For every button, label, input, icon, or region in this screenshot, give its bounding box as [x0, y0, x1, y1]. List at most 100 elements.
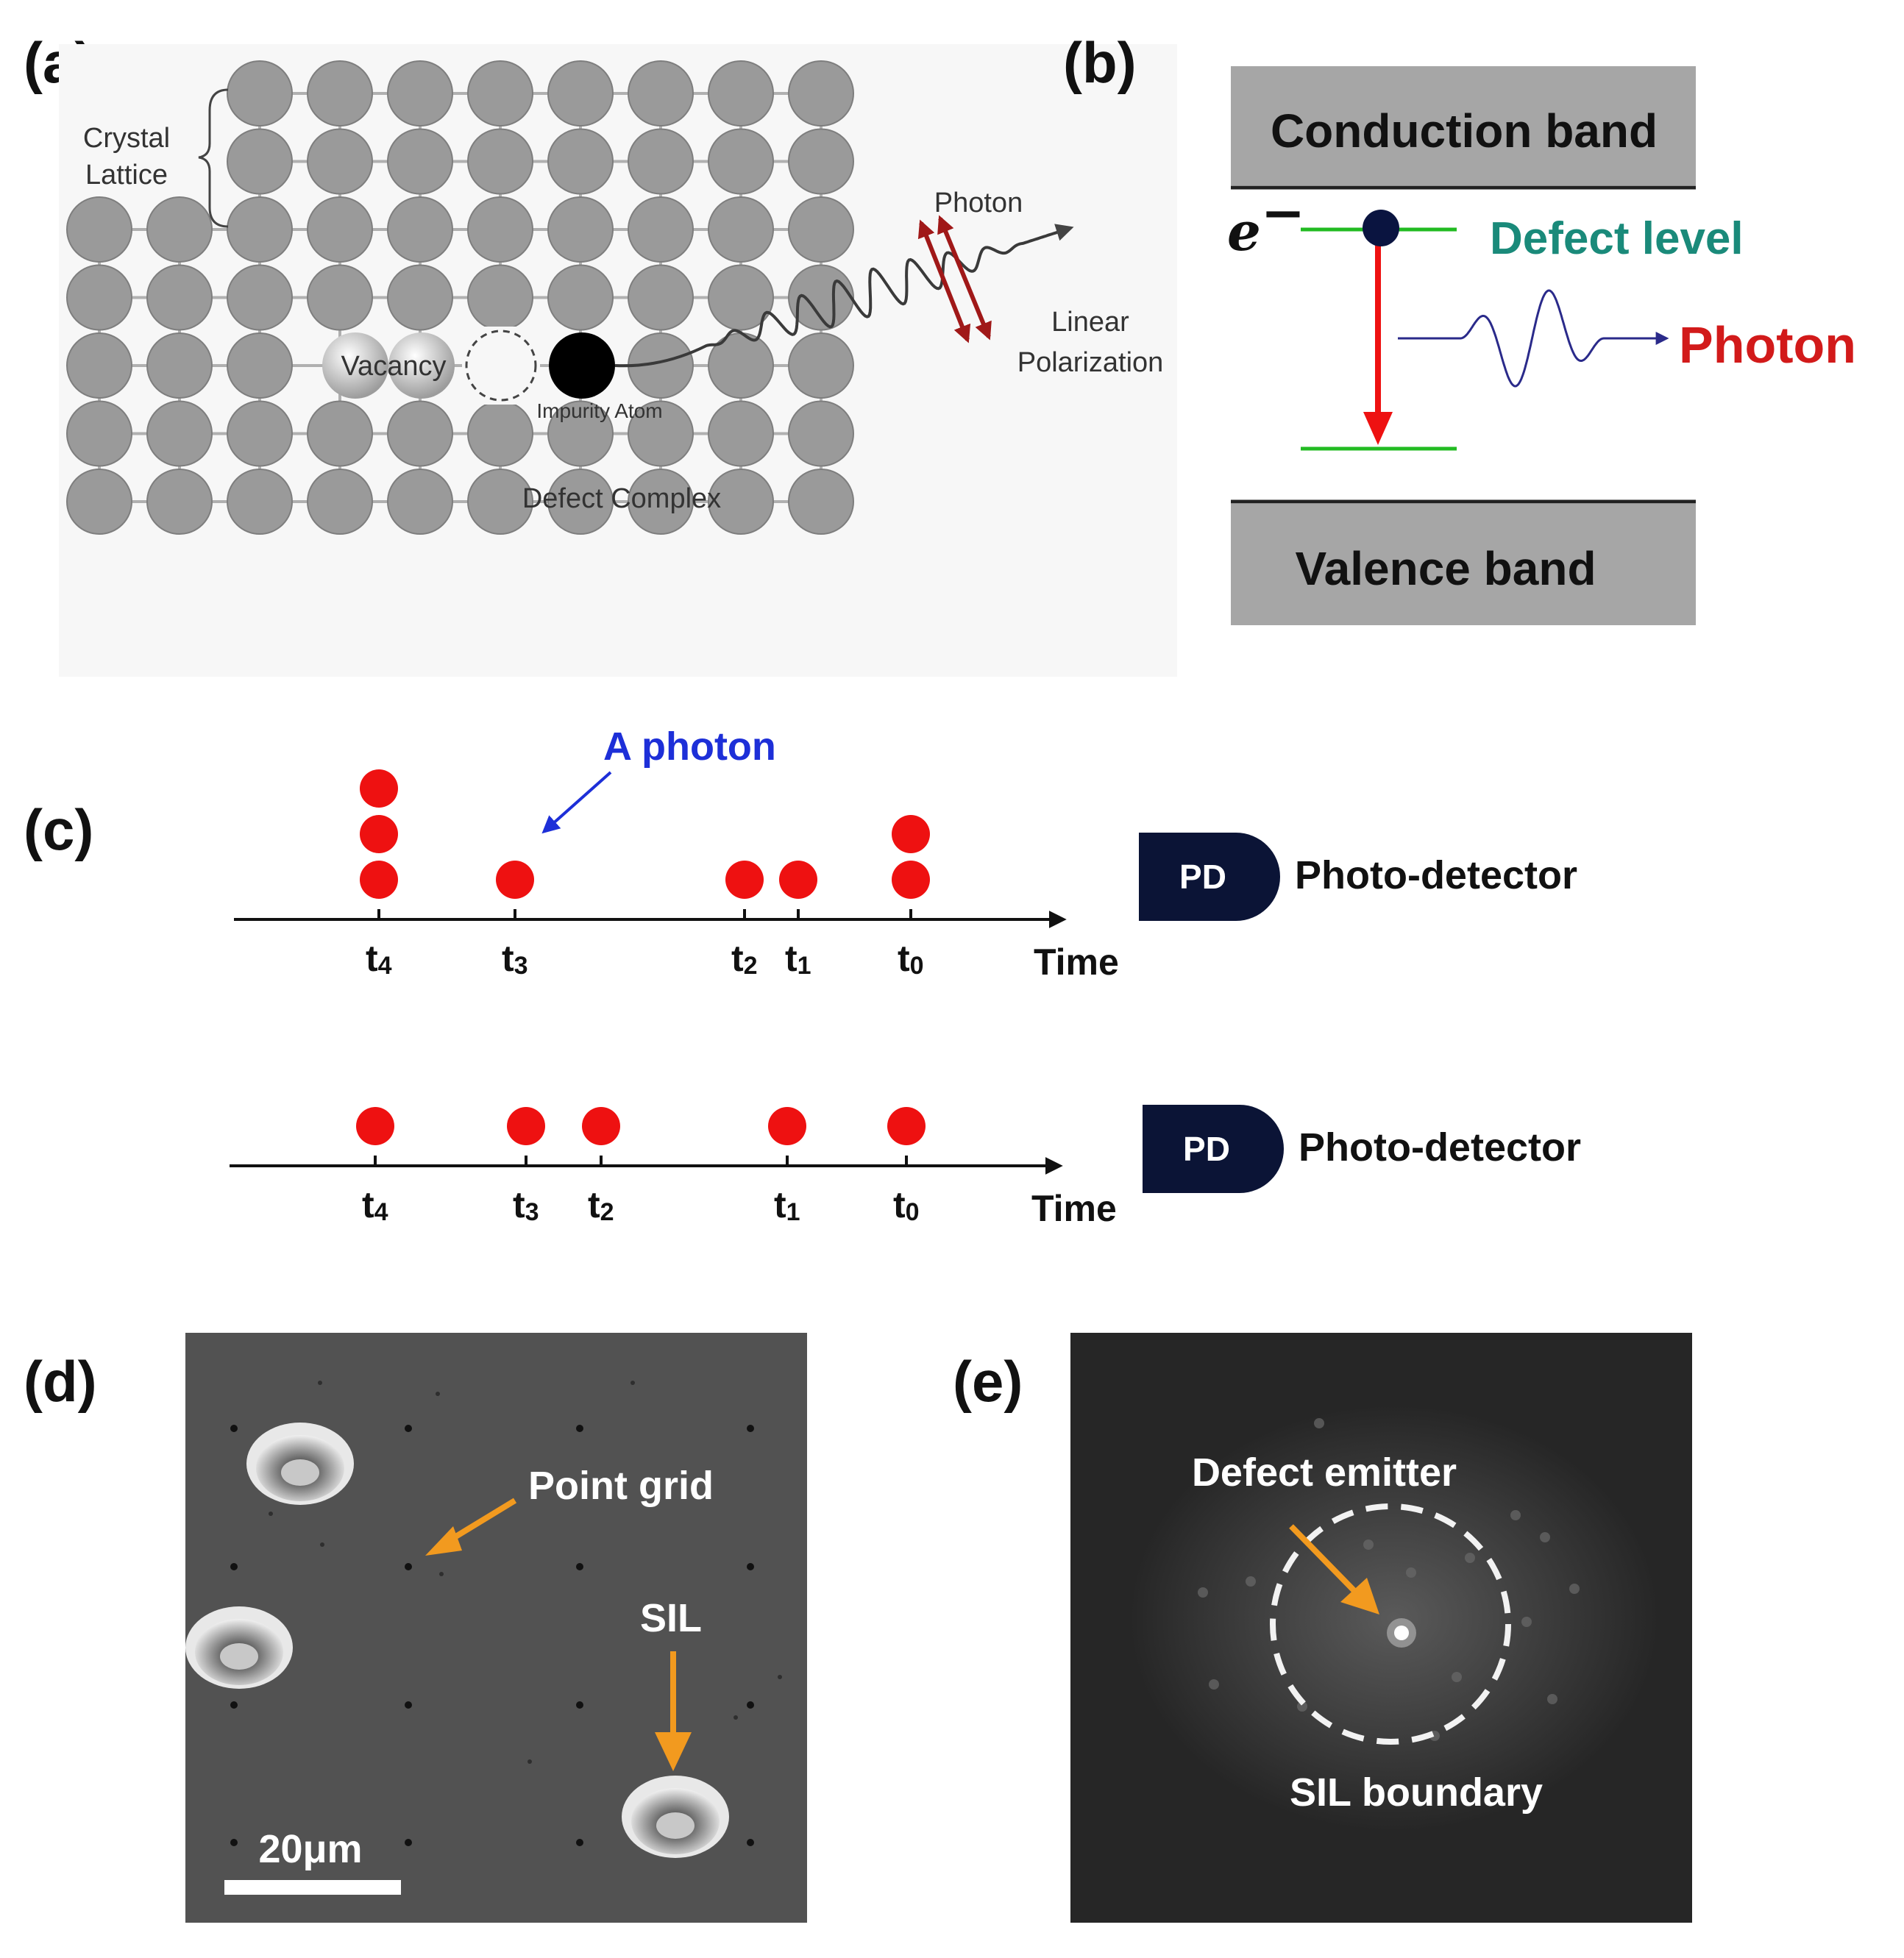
tick-label-t: t: [513, 1184, 525, 1225]
lattice-atom: [307, 196, 373, 263]
lattice-atom: [547, 469, 614, 535]
sil-lens-3: [622, 1776, 729, 1858]
tick-label-sub: 0: [910, 952, 924, 980]
valence-band: [1231, 504, 1696, 625]
defect-emitter-spot: [1394, 1626, 1409, 1640]
background-speck: [1246, 1576, 1256, 1587]
tick-label-sub: 2: [744, 952, 758, 980]
photo-detector-2: [1143, 1105, 1284, 1193]
debris-speck: [778, 1675, 782, 1679]
scale-bar-label: 20μm: [258, 1827, 362, 1871]
a-photon-annotation: A photon: [603, 725, 776, 769]
lattice-atom: [628, 60, 694, 127]
defect-emitter-arrowhead: [1340, 1578, 1379, 1615]
electron-dot: [1363, 210, 1399, 246]
grid-point: [405, 1839, 412, 1846]
point-grid-arrow: [445, 1498, 517, 1545]
lattice-atom: [387, 196, 453, 263]
crystal-lattice-label-line2: Lattice: [85, 160, 168, 191]
scale-bar: [224, 1880, 401, 1895]
tick-label-t: t: [785, 938, 798, 979]
impurity-atom: [549, 332, 615, 399]
tick-label-t: t: [898, 938, 910, 979]
lattice-atom: [788, 469, 854, 535]
background-speck: [1547, 1694, 1557, 1704]
tick-label-t: t: [731, 938, 744, 979]
tick-label-t: t: [588, 1184, 600, 1225]
lattice-atom: [146, 332, 213, 399]
tick-label: t3: [513, 1184, 539, 1226]
background-specks: [1198, 1418, 1580, 1741]
background-speck: [1363, 1539, 1374, 1550]
lattice-atom: [66, 196, 132, 263]
tick-label-t: t: [893, 1184, 906, 1225]
tick-label-sub: 2: [600, 1198, 614, 1226]
lattice-atom: [66, 264, 132, 331]
grid-point: [230, 1563, 238, 1570]
lattice-atom: [547, 60, 614, 127]
lattice-atom: [628, 128, 694, 195]
lattice-atom: [708, 469, 774, 535]
background-speck: [1314, 1418, 1324, 1428]
lattice-atom: [788, 332, 854, 399]
conduction-band: [1231, 66, 1696, 185]
background-speck: [1209, 1679, 1219, 1690]
lattice-atom: [708, 196, 774, 263]
vacancy-atom-left: [322, 332, 388, 399]
valence-band-label: Valence band: [1295, 542, 1596, 595]
grid-point: [230, 1701, 238, 1709]
photo-detector-label-2: Photo-detector: [1299, 1125, 1581, 1170]
tick-label: t4: [362, 1184, 388, 1226]
panel-e: (e) Defect emitter SIL boundary: [953, 1333, 1692, 1923]
photon-dot: [887, 1107, 926, 1145]
lattice-atom: [66, 332, 132, 399]
polarization-arrow-2: [937, 215, 992, 341]
tick-label: t3: [502, 938, 528, 980]
sil-lens-2: [185, 1606, 293, 1689]
tick-label-sub: 4: [378, 952, 392, 980]
lattice-atom: [708, 264, 774, 331]
background-speck: [1198, 1587, 1208, 1598]
lattice-atom: [788, 196, 854, 263]
background-speck: [1406, 1567, 1416, 1578]
panel-a: (a) Crystal Lattice Vacancy Impurity Ato…: [24, 30, 1177, 677]
lattice-atom: [788, 128, 854, 195]
grid-point: [747, 1563, 754, 1570]
tick-label: t0: [893, 1184, 920, 1226]
lattice-atom: [227, 264, 293, 331]
grid-point: [576, 1839, 583, 1846]
background-speck: [1297, 1701, 1307, 1712]
background-speck: [1540, 1532, 1550, 1542]
grid-point: [747, 1839, 754, 1846]
sil-label: SIL: [640, 1596, 702, 1640]
lattice-atom: [708, 128, 774, 195]
lattice-atom: [146, 469, 213, 535]
lattice-atom: [307, 128, 373, 195]
tick-label: t1: [785, 938, 811, 980]
lattice-bracket: [198, 88, 229, 228]
vacancy-label: Vacancy: [341, 351, 447, 382]
photon-dot: [892, 815, 930, 853]
point-grid-label: Point grid: [528, 1464, 714, 1508]
tick-label-t: t: [774, 1184, 786, 1225]
lattice-atom: [788, 60, 854, 127]
lattice-atom: [307, 469, 373, 535]
grid-point: [230, 1425, 238, 1432]
photon-dot: [360, 861, 398, 899]
photo-detector-1: [1139, 833, 1280, 921]
lattice-atom: [547, 264, 614, 331]
lattice-atom: [227, 196, 293, 263]
debris-speck: [318, 1381, 322, 1385]
tick-label-sub: 3: [525, 1198, 539, 1226]
tick-label-t: t: [502, 938, 514, 979]
defect-emitter-arrow: [1289, 1524, 1358, 1595]
sil-lens-2-center: [220, 1643, 258, 1670]
background-speck: [1510, 1510, 1521, 1520]
defect-emitter-label: Defect emitter: [1192, 1450, 1457, 1495]
lattice-atom: [708, 400, 774, 467]
photon-dot: [768, 1107, 806, 1145]
vacancy-atom-right: [388, 332, 455, 399]
grid-point: [576, 1563, 583, 1570]
lattice-atom: [387, 128, 453, 195]
panel-d: (d) Point grid SIL 20μm: [24, 1333, 807, 1923]
